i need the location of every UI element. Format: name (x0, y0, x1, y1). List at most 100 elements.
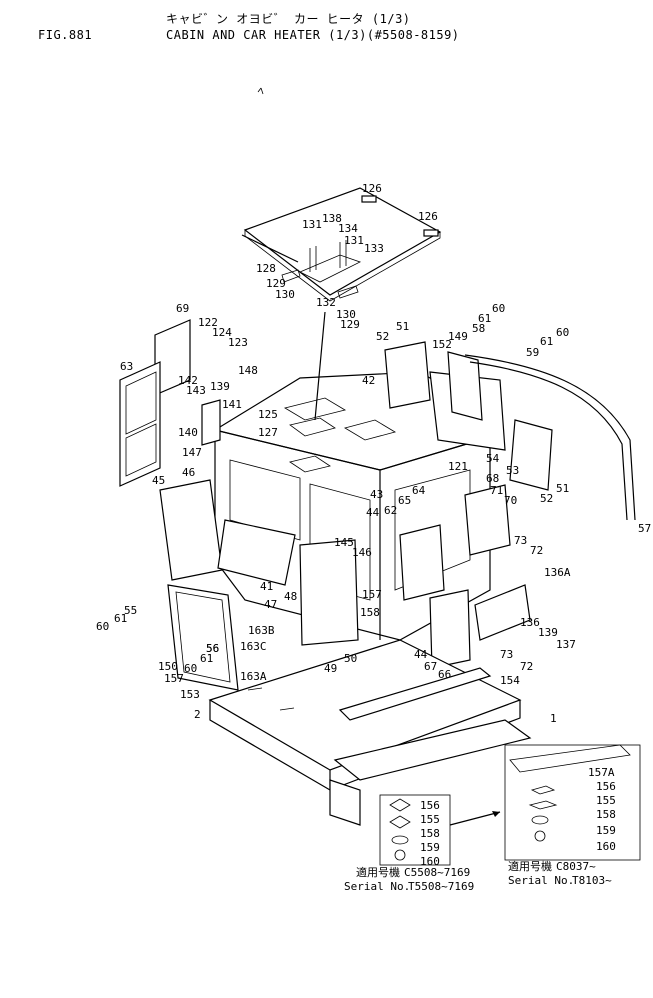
callout: 136A (544, 566, 571, 579)
applicable-serial-jp: C5508~7169 (404, 866, 470, 879)
callout: 63 (120, 360, 133, 373)
inset-right-serial: 適用号機 C8037~ Serial No. T8103~ (508, 859, 612, 887)
callout: 146 (352, 546, 372, 559)
callout: 56 (206, 642, 219, 655)
callout: 158 (596, 808, 616, 821)
floor-frame (208, 639, 532, 826)
callout: 60 (96, 620, 109, 633)
callout: 160 (420, 855, 440, 868)
callout-labels: 126 126 131 138 134 131 133 128 129 130 … (96, 182, 651, 868)
callout: 60 (556, 326, 569, 339)
callout: 46 (182, 466, 195, 479)
callout: 157A (588, 766, 615, 779)
callout: 49 (324, 662, 337, 675)
callout: 64 (412, 484, 426, 497)
callout: 47 (264, 598, 277, 611)
callout: 48 (284, 590, 297, 603)
callout: 157 (362, 588, 382, 601)
callout: 160 (596, 840, 616, 853)
callout: 54 (486, 452, 500, 465)
callout: 59 (526, 346, 539, 359)
callout: 73 (514, 534, 527, 547)
roof-panel (241, 187, 442, 302)
callout: 154 (500, 674, 520, 687)
callout: 71 (490, 484, 503, 497)
callout: 121 (448, 460, 468, 473)
callout: 42 (362, 374, 375, 387)
callout: 137 (556, 638, 576, 651)
callout: 163A (240, 670, 267, 683)
callout: 132 (316, 296, 336, 309)
callout: 152 (432, 338, 452, 351)
callout: 136 (520, 616, 540, 629)
callout: 123 (228, 336, 248, 349)
callout: 148 (238, 364, 258, 377)
callout: 51 (556, 482, 569, 495)
callout: 149 (448, 330, 468, 343)
figure-number: FIG.881 (38, 28, 93, 42)
callout: 70 (504, 494, 517, 507)
callout: 127 (258, 426, 278, 439)
callout: 129 (266, 277, 286, 290)
callout: 72 (520, 660, 533, 673)
callout: 41 (260, 580, 273, 593)
applicable-label-jp: 適用号機 (356, 865, 400, 879)
callout: 44 (366, 506, 380, 519)
callout: 155 (596, 794, 616, 807)
serial-label: Serial No. (344, 880, 410, 893)
callout: 61 (200, 652, 213, 665)
callout: 65 (398, 494, 411, 507)
callout: 143 (186, 384, 206, 397)
callout: 128 (256, 262, 276, 275)
callout: 61 (114, 612, 127, 625)
callout: 73 (500, 648, 513, 661)
callout: 61 (478, 312, 491, 325)
callout: 138 (322, 212, 342, 225)
serial-value: T8103~ (572, 874, 612, 887)
callout: 60 (492, 302, 505, 315)
callout: 131 (302, 218, 322, 231)
callout: 122 (198, 316, 218, 329)
callout: 139 (210, 380, 230, 393)
callout: 72 (530, 544, 543, 557)
callout: 131 (344, 234, 364, 247)
title-japanese: キャビ゛ン オヨビ゛ カー ヒータ (1/3) (166, 12, 411, 26)
right-windows (384, 341, 636, 669)
callout: 163B (248, 624, 275, 637)
callout: 150 (158, 660, 178, 673)
callout: 69 (176, 302, 189, 315)
callout: 158 (360, 606, 380, 619)
inset-left (379, 794, 501, 866)
front-frame (167, 584, 239, 691)
inset-right (504, 744, 641, 861)
callout: 141 (222, 398, 242, 411)
callout: 58 (472, 322, 485, 335)
callout: 52 (540, 492, 553, 505)
callout: 66 (438, 668, 451, 681)
callout: 126 (362, 182, 382, 195)
callout: 52 (376, 330, 389, 343)
title-english: CABIN AND CAR HEATER (1/3)(#5508-8159) (166, 28, 460, 42)
callout: 139 (538, 626, 558, 639)
callout: 147 (182, 446, 202, 459)
callout: 145 (334, 536, 354, 549)
callout: 45 (152, 474, 165, 487)
callout: 124 (212, 326, 232, 339)
callout: 57 (638, 522, 651, 535)
callout: 130 (275, 288, 295, 301)
callout: 1 (550, 712, 557, 725)
callout: 159 (596, 824, 616, 837)
callout: 126 (418, 210, 438, 223)
callout: 51 (396, 320, 409, 333)
callout: 155 (420, 813, 440, 826)
callout: 56 (206, 642, 219, 655)
callout: 133 (364, 242, 384, 255)
callout: 163C (240, 640, 267, 653)
serial-value: T5508~7169 (408, 880, 474, 893)
callout: 134 (338, 222, 358, 235)
callout: 44 (414, 648, 428, 661)
callout: 50 (344, 652, 357, 665)
left-windows (119, 319, 359, 646)
callout: 62 (384, 504, 397, 517)
